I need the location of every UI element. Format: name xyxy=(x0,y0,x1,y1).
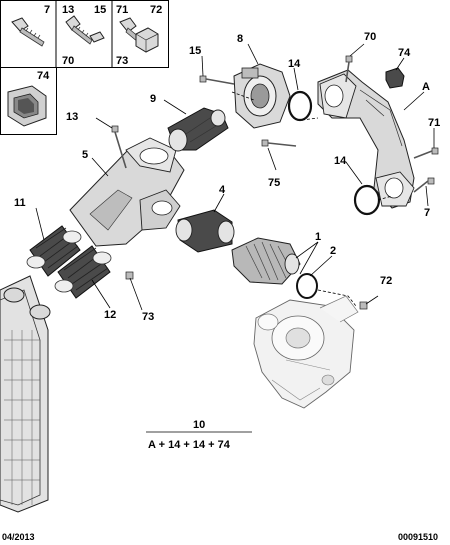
clip-74-icon xyxy=(7,85,47,127)
footer-date: 04/2013 xyxy=(2,532,35,542)
label-71-box: 71 xyxy=(116,4,128,16)
kit-formula: A + 14 + 14 + 74 xyxy=(148,439,231,451)
callout-15: 15 xyxy=(189,45,201,57)
bolt-15-part xyxy=(199,75,235,85)
label-74-inset: 74 xyxy=(37,70,50,82)
callout-4: 4 xyxy=(219,184,226,196)
callout-1: 1 xyxy=(315,231,321,243)
resonator-1-part xyxy=(231,237,301,285)
callout-14-lower: 14 xyxy=(334,155,347,167)
kit-number: 10 xyxy=(193,419,205,431)
callout-11: 11 xyxy=(14,197,26,209)
callout-7: 7 xyxy=(424,207,430,219)
callout-75: 75 xyxy=(268,177,280,189)
callout-73: 73 xyxy=(142,311,154,323)
label-72-box: 72 xyxy=(150,4,162,16)
callout-74: 74 xyxy=(398,47,411,59)
clip-74-small-part xyxy=(385,67,405,89)
leader-lines xyxy=(35,43,435,311)
intake-pipe-A-part xyxy=(317,69,415,209)
callout-2: 2 xyxy=(330,245,336,257)
callout-A: A xyxy=(422,81,430,93)
hose-4-part xyxy=(175,209,235,253)
label-70-box: 70 xyxy=(62,55,74,67)
bolt-75-part xyxy=(261,139,297,147)
callout-70: 70 xyxy=(364,31,376,43)
hose-12-part xyxy=(54,245,112,299)
footer-reference: 00091510 xyxy=(398,532,438,542)
bolt-13-part xyxy=(111,125,127,169)
kit-composition: 10 A + 14 + 14 + 74 xyxy=(146,419,252,451)
turbocharger-part xyxy=(253,295,359,409)
label-13-box: 13 xyxy=(62,4,74,16)
nut-73-part xyxy=(125,271,134,280)
bolt-7-part xyxy=(413,177,435,193)
callout-labels: 8 15 9 13 5 4 11 12 73 14 70 74 A 71 7 1… xyxy=(14,31,440,323)
callout-12: 12 xyxy=(104,309,116,321)
label-73-box: 73 xyxy=(116,55,128,67)
callout-9: 9 xyxy=(150,93,156,105)
label-7-box: 7 xyxy=(44,4,50,16)
nut-73-icon xyxy=(119,17,159,53)
callout-72: 72 xyxy=(380,275,392,287)
callout-5: 5 xyxy=(82,149,88,161)
hose-11-part xyxy=(26,225,82,277)
bolt-71-part xyxy=(413,147,439,159)
gasket-14-upper-part xyxy=(287,90,313,122)
air-manifold-5-part xyxy=(69,137,185,247)
gasket-2-part xyxy=(296,273,318,299)
label-15-box: 15 xyxy=(94,4,106,16)
throttle-body-8-part xyxy=(233,63,291,129)
hardware-reference-box: 7 13 15 70 71 72 73 74 xyxy=(0,0,169,135)
bolt-70-part xyxy=(345,55,353,83)
callout-8: 8 xyxy=(237,33,243,45)
callout-14-upper: 14 xyxy=(288,58,301,70)
hose-9-part xyxy=(167,107,229,152)
nut-72-part xyxy=(359,301,368,310)
callout-13: 13 xyxy=(66,111,78,123)
callout-71: 71 xyxy=(428,117,440,129)
intercooler-part xyxy=(0,275,51,513)
bolt-7-icon xyxy=(11,17,45,47)
bolt-70-icon xyxy=(65,15,105,45)
